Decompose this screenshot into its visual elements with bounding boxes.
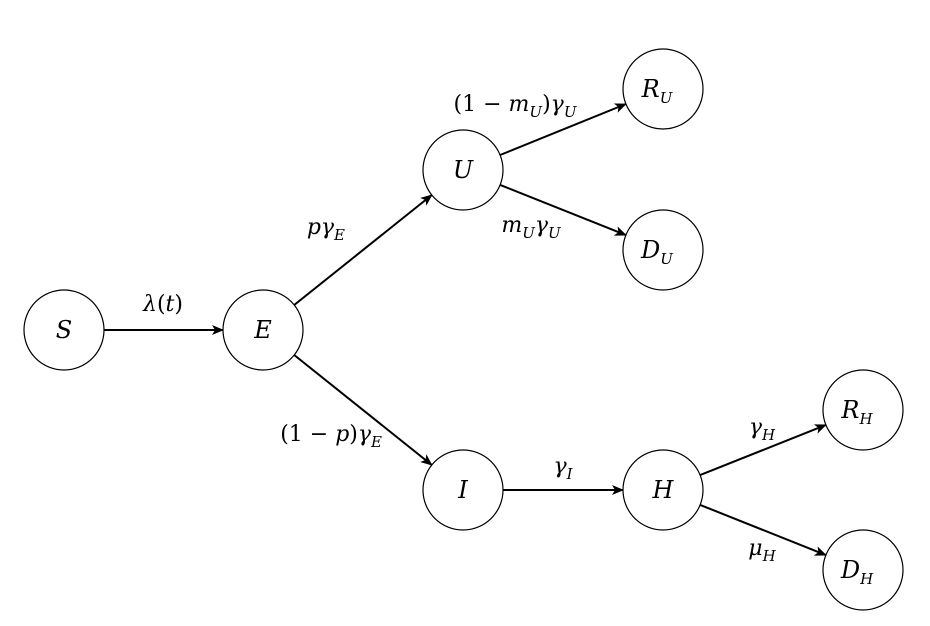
- edge-label-part: H: [762, 547, 777, 565]
- node-label-u: U: [453, 156, 474, 184]
- edge-label-part: U: [548, 224, 562, 242]
- node-label-main: R: [641, 75, 660, 103]
- edge-label-u-ru: (1 − mU)γU: [454, 92, 578, 121]
- edge-label-part: p: [335, 422, 349, 447]
- node-rh: RH: [822, 369, 904, 451]
- edge-label-part: γ: [551, 92, 565, 117]
- node-label-e: E: [253, 316, 272, 344]
- edge-label-part: ): [542, 92, 551, 117]
- edge-h-dh: [699, 503, 827, 557]
- node-circle: [622, 209, 704, 291]
- node-label-i: I: [457, 476, 468, 504]
- edge-label-s-e: λ(t): [142, 292, 183, 317]
- edge-label-part: (: [157, 292, 166, 317]
- edge-label-part: m: [501, 213, 522, 238]
- edge-label-part: λ: [142, 292, 157, 317]
- edge-label-part: pγ: [307, 215, 335, 240]
- edge-u-ru: [499, 103, 627, 156]
- edge-label-part: ): [174, 292, 183, 317]
- edge-label-h-dh: μH: [748, 536, 776, 565]
- node-u: U: [422, 129, 504, 211]
- edge-label-part: E: [370, 433, 382, 451]
- node-label-sub: U: [660, 89, 674, 107]
- node-label-ru: RU: [641, 75, 674, 107]
- edge-label-part: (1 −: [280, 422, 335, 447]
- node-h: H: [622, 449, 704, 531]
- node-circle: [222, 289, 304, 371]
- node-label-main: R: [840, 396, 859, 424]
- node-label-sub: H: [858, 410, 873, 428]
- node-circle: [422, 129, 504, 211]
- node-label-main: S: [56, 316, 72, 344]
- node-circle: [822, 369, 904, 451]
- node-label-main: E: [253, 316, 272, 344]
- node-s: S: [23, 289, 105, 371]
- edge-label-e-i: (1 − p)γE: [280, 422, 382, 451]
- edge-label-part: U: [522, 224, 536, 242]
- node-label-rh: RH: [840, 396, 873, 428]
- edge-e-u: [293, 194, 433, 306]
- edge-label-part: U: [529, 103, 543, 121]
- edge-label-u-du: mUγU: [501, 213, 562, 242]
- node-ru: RU: [622, 48, 704, 130]
- node-circle: [822, 529, 904, 611]
- edge-e-i: [293, 354, 433, 466]
- edge-label-part: γ: [535, 213, 549, 238]
- node-circle: [622, 449, 704, 531]
- node-label-main: D: [840, 556, 860, 584]
- node-dh: DH: [822, 529, 904, 611]
- edge-h-rh: [699, 423, 827, 477]
- node-label-du: DU: [640, 236, 674, 268]
- node-label-sub: H: [859, 570, 874, 588]
- node-label-main: I: [457, 476, 468, 504]
- edge-label-part: μ: [748, 536, 762, 561]
- edge-label-h-rh: γH: [749, 415, 776, 444]
- edge-label-part: H: [761, 426, 776, 444]
- node-label-main: U: [453, 156, 474, 184]
- edge-label-part: (1 −: [454, 92, 509, 117]
- edge-label-part: γ: [358, 422, 372, 447]
- node-circle: [422, 449, 504, 531]
- edge-label-part: E: [333, 226, 345, 244]
- node-label-dh: DH: [840, 556, 874, 588]
- edge-label-part: γ: [749, 415, 763, 440]
- edge-label-part: γ: [553, 454, 567, 479]
- node-label-main: H: [652, 476, 675, 504]
- edge-label-part: U: [564, 103, 578, 121]
- node-du: DU: [622, 209, 704, 291]
- node-label-sub: U: [660, 250, 674, 268]
- edge-label-part: t: [166, 292, 175, 317]
- node-e: E: [222, 289, 304, 371]
- edge-label-part: I: [566, 465, 574, 483]
- node-circle: [622, 48, 704, 130]
- edge-label-i-h: γI: [553, 454, 573, 483]
- edge-label-e-u: pγE: [307, 215, 345, 244]
- node-i: I: [422, 449, 504, 531]
- node-label-h: H: [652, 476, 675, 504]
- node-circle: [23, 289, 105, 371]
- node-label-s: S: [56, 316, 72, 344]
- edge-u-du: [499, 183, 627, 237]
- node-label-main: D: [640, 236, 660, 264]
- edge-label-part: m: [509, 92, 530, 117]
- edge-label-part: ): [349, 422, 358, 447]
